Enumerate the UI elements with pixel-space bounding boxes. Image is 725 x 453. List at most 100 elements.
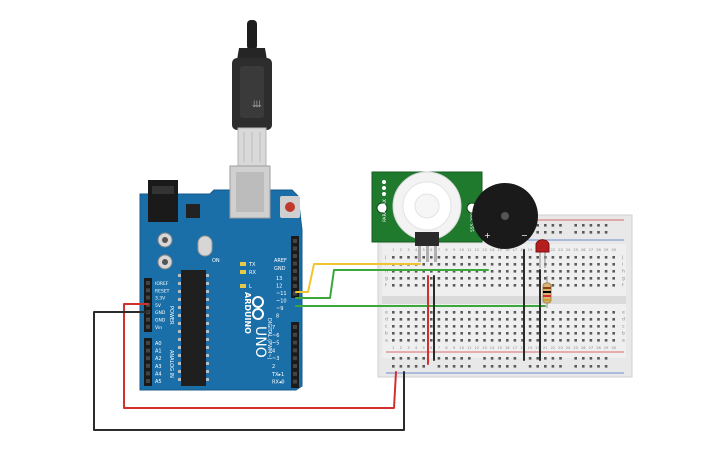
breadboard-hole[interactable] <box>566 263 570 266</box>
breadboard-hole[interactable] <box>422 270 425 273</box>
breadboard-hole[interactable] <box>551 270 555 273</box>
breadboard-hole[interactable] <box>483 284 486 287</box>
breadboard-hole[interactable] <box>422 357 425 360</box>
breadboard-hole[interactable] <box>392 284 395 287</box>
breadboard-hole[interactable] <box>422 339 425 342</box>
breadboard-hole[interactable] <box>597 256 600 259</box>
breadboard-hole[interactable] <box>445 277 448 280</box>
breadboard-hole[interactable] <box>597 270 600 273</box>
breadboard-hole[interactable] <box>612 318 615 321</box>
breadboard-hole[interactable] <box>528 311 532 314</box>
breadboard-hole[interactable] <box>536 263 539 266</box>
breadboard-hole[interactable] <box>589 357 593 360</box>
breadboard-hole[interactable] <box>559 357 562 360</box>
breadboard-hole[interactable] <box>437 311 441 314</box>
breadboard-hole[interactable] <box>551 256 555 259</box>
breadboard-hole[interactable] <box>589 325 593 328</box>
breadboard-hole[interactable] <box>445 270 448 273</box>
breadboard-hole[interactable] <box>582 311 585 314</box>
breadboard-hole[interactable] <box>498 311 501 314</box>
breadboard-hole[interactable] <box>528 365 532 368</box>
breadboard-hole[interactable] <box>536 332 539 335</box>
breadboard-hole[interactable] <box>498 332 501 335</box>
breadboard-hole[interactable] <box>589 339 593 342</box>
breadboard-hole[interactable] <box>582 270 585 273</box>
breadboard-hole[interactable] <box>559 263 562 266</box>
breadboard-hole[interactable] <box>604 270 608 273</box>
breadboard-hole[interactable] <box>460 270 463 273</box>
breadboard-hole[interactable] <box>506 263 509 266</box>
breadboard-hole[interactable] <box>498 325 501 328</box>
breadboard-hole[interactable] <box>566 270 570 273</box>
breadboard-hole[interactable] <box>490 277 494 280</box>
breadboard-hole[interactable] <box>414 357 418 360</box>
breadboard-hole[interactable] <box>566 256 570 259</box>
breadboard-hole[interactable] <box>490 284 494 287</box>
breadboard-hole[interactable] <box>506 318 509 321</box>
breadboard-hole[interactable] <box>437 332 441 335</box>
breadboard-hole[interactable] <box>407 332 410 335</box>
red-led[interactable] <box>535 239 550 268</box>
breadboard-hole[interactable] <box>468 277 471 280</box>
breadboard-hole[interactable] <box>604 339 608 342</box>
breadboard-hole[interactable] <box>566 332 570 335</box>
breadboard-hole[interactable] <box>475 270 479 273</box>
breadboard-hole[interactable] <box>597 357 600 360</box>
breadboard-hole[interactable] <box>468 284 471 287</box>
breadboard-hole[interactable] <box>604 277 608 280</box>
breadboard-hole[interactable] <box>574 270 577 273</box>
breadboard-hole[interactable] <box>528 318 532 321</box>
breadboard-hole[interactable] <box>437 365 441 368</box>
breadboard-hole[interactable] <box>574 284 577 287</box>
breadboard-hole[interactable] <box>407 365 410 368</box>
breadboard-hole[interactable] <box>513 311 517 314</box>
breadboard-hole[interactable] <box>544 231 547 234</box>
breadboard-hole[interactable] <box>521 311 524 314</box>
breadboard-hole[interactable] <box>452 318 456 321</box>
breadboard-hole[interactable] <box>414 332 418 335</box>
breadboard-hole[interactable] <box>536 357 539 360</box>
breadboard-hole[interactable] <box>414 339 418 342</box>
breadboard-hole[interactable] <box>392 357 395 360</box>
breadboard-hole[interactable] <box>422 284 425 287</box>
breadboard-hole[interactable] <box>437 277 441 280</box>
breadboard-hole[interactable] <box>612 256 615 259</box>
breadboard-hole[interactable] <box>566 339 570 342</box>
breadboard-hole[interactable] <box>566 311 570 314</box>
breadboard-hole[interactable] <box>589 284 593 287</box>
breadboard-hole[interactable] <box>589 231 593 234</box>
breadboard-hole[interactable] <box>430 311 433 314</box>
breadboard-hole[interactable] <box>528 277 532 280</box>
breadboard-hole[interactable] <box>430 256 433 259</box>
breadboard-hole[interactable] <box>392 325 395 328</box>
breadboard-hole[interactable] <box>490 357 494 360</box>
breadboard-hole[interactable] <box>430 284 433 287</box>
breadboard-hole[interactable] <box>513 318 517 321</box>
breadboard-hole[interactable] <box>460 311 463 314</box>
breadboard-hole[interactable] <box>399 332 403 335</box>
breadboard-hole[interactable] <box>513 325 517 328</box>
breadboard-hole[interactable] <box>452 357 456 360</box>
breadboard-hole[interactable] <box>521 277 524 280</box>
breadboard-hole[interactable] <box>536 270 539 273</box>
breadboard-hole[interactable] <box>445 284 448 287</box>
breadboard-hole[interactable] <box>407 318 410 321</box>
breadboard-hole[interactable] <box>582 318 585 321</box>
breadboard-hole[interactable] <box>506 332 509 335</box>
breadboard-hole[interactable] <box>414 311 418 314</box>
breadboard-hole[interactable] <box>399 311 403 314</box>
breadboard-hole[interactable] <box>452 270 456 273</box>
breadboard-hole[interactable] <box>536 318 539 321</box>
breadboard-hole[interactable] <box>414 277 418 280</box>
breadboard-hole[interactable] <box>490 263 494 266</box>
breadboard-hole[interactable] <box>407 311 410 314</box>
breadboard-hole[interactable] <box>544 332 547 335</box>
breadboard-hole[interactable] <box>521 270 524 273</box>
breadboard-hole[interactable] <box>475 277 479 280</box>
breadboard-hole[interactable] <box>574 318 577 321</box>
breadboard-hole[interactable] <box>506 325 509 328</box>
breadboard-hole[interactable] <box>589 311 593 314</box>
digital-header-top[interactable] <box>291 236 299 298</box>
breadboard-hole[interactable] <box>430 263 433 266</box>
breadboard-hole[interactable] <box>437 270 441 273</box>
